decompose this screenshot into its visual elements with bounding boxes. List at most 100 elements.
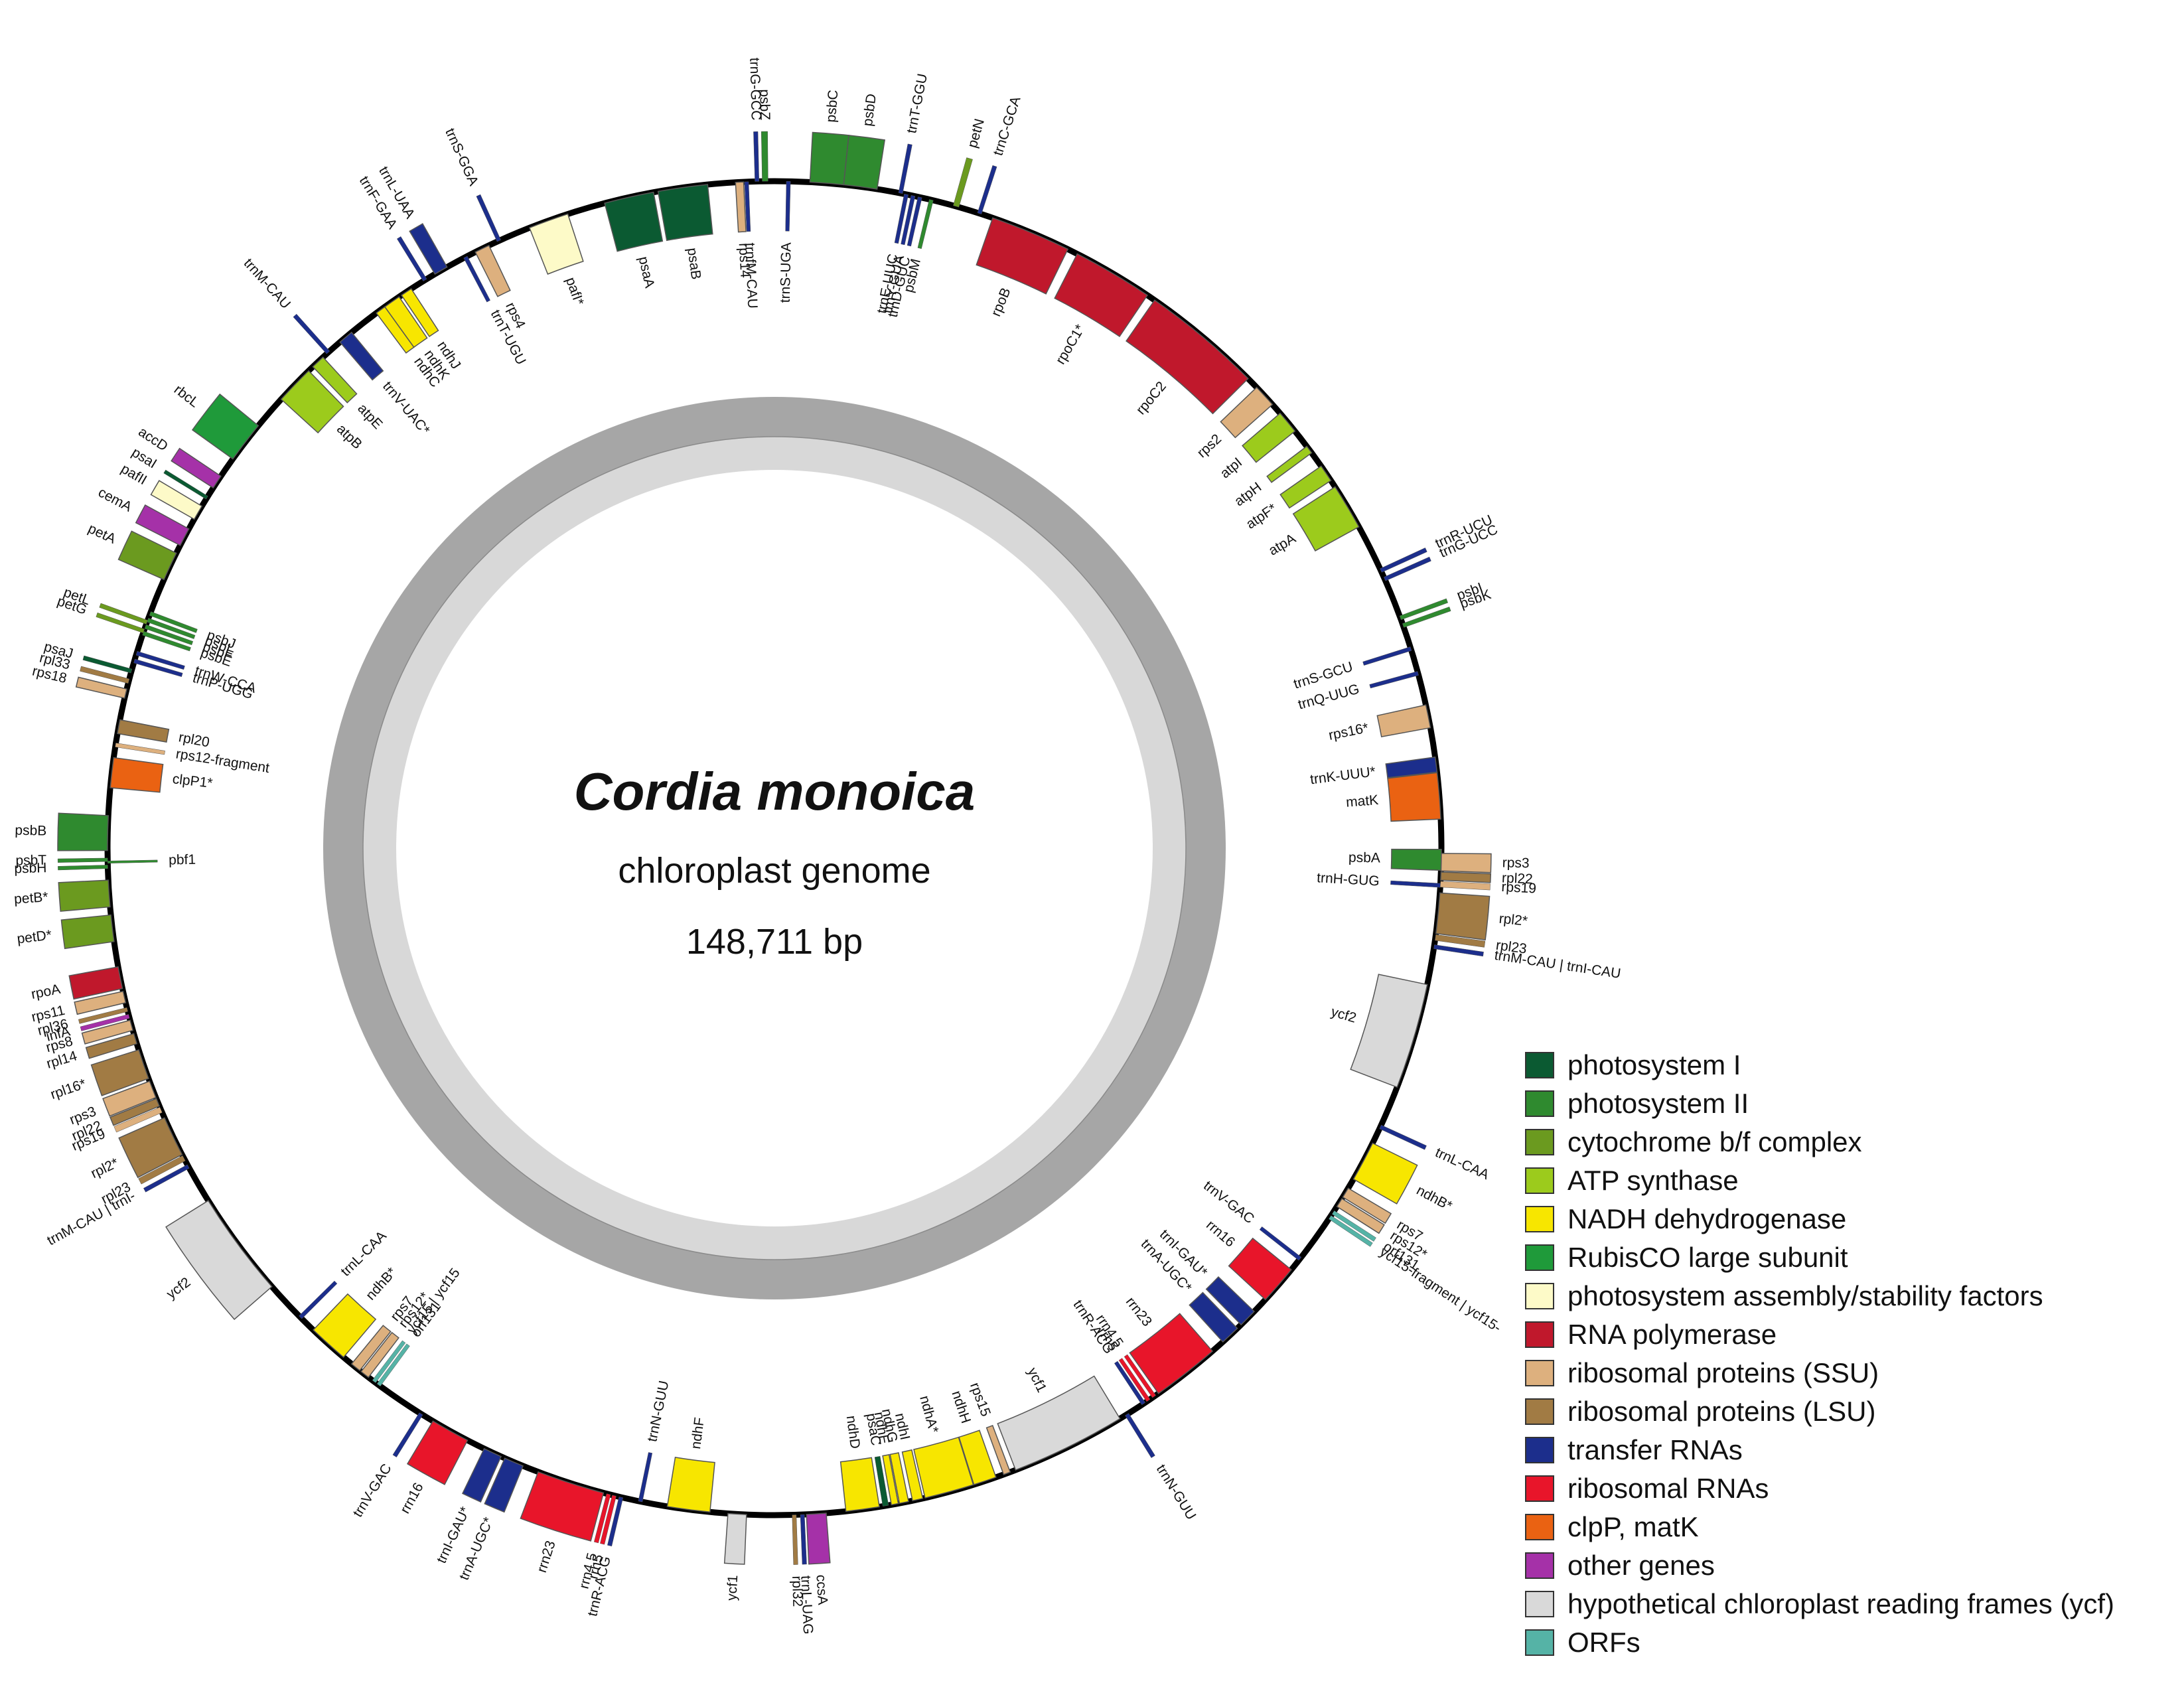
gene-atpe-label: atpE: [354, 401, 385, 432]
legend-label: photosystem assembly/stability factors: [1567, 1280, 2043, 1311]
gene-petd-block: [60, 914, 115, 950]
gene-ndhb-label: ndhB*: [363, 1265, 400, 1303]
gene-trnn-guu-label: trnN-GUU: [1153, 1462, 1199, 1522]
gene-trna-ugc-block: [1189, 1291, 1238, 1343]
legend-swatch: [1525, 1437, 1554, 1463]
gene-atpf-block: [1279, 465, 1332, 509]
legend-item-transfer-rnas: transfer RNAs: [1525, 1431, 2182, 1469]
gene-trnl-uaa-block: [409, 223, 448, 275]
gene-psbk-block: [1402, 607, 1451, 628]
legend-item-nadh-dehydrogenase: NADH dehydrogenase: [1525, 1200, 2182, 1238]
gene-ndha-label: ndhA*: [916, 1394, 941, 1435]
gene-ndhj-block: [400, 288, 439, 338]
gene-ndhb-label: ndhB*: [1414, 1183, 1455, 1214]
gene-ccsa-block: [806, 1512, 831, 1565]
gene-rpl33-block: [80, 666, 130, 684]
gene-psbc-label: psbC: [824, 90, 841, 123]
gene-rpoc1-label: rpoC1*: [1053, 322, 1088, 367]
gene-cema-block: [135, 504, 190, 546]
gene-trnt-ugu-block: [463, 256, 490, 303]
gene-pafi-block: [528, 213, 584, 275]
gene-ndhb-block: [1352, 1142, 1418, 1205]
gene-rrn16-block: [406, 1420, 469, 1485]
gene-trnv-uac-block: [339, 331, 384, 381]
legend-swatch: [1525, 1360, 1554, 1386]
gene-atpi-label: atpI: [1218, 455, 1246, 481]
gene-atpa-block: [1292, 486, 1360, 552]
gene-rps7-block: [350, 1325, 392, 1372]
gene-rps19-label: rps19: [1501, 879, 1537, 897]
gene-psbc-block: [809, 131, 849, 186]
gene-rrn23-label: rrn23: [534, 1539, 559, 1575]
gene-rpl22-block: [109, 1098, 161, 1126]
gc-midline: [362, 436, 1187, 1260]
legend-label: ATP synthase: [1567, 1165, 1739, 1196]
gene-psac-block: [874, 1456, 889, 1507]
gene-trnn-guu-block: [1125, 1413, 1155, 1458]
gene-trnk-uuu-block: [1385, 756, 1438, 778]
gene-trnk-uuu-label: trnK-UUU*: [1309, 764, 1376, 787]
gene-clpp1-label: clpP1*: [172, 771, 214, 791]
gene-rbcl-label: rbcL: [171, 382, 202, 410]
gene-petl-block: [99, 603, 148, 625]
gene-psbh-block: [58, 865, 108, 871]
legend-label: ribosomal RNAs: [1567, 1473, 1769, 1504]
gene-psaj-block: [82, 655, 133, 674]
gene-track: [57, 131, 1492, 1565]
legend-swatch: [1525, 1552, 1554, 1579]
gene-trna-ugc-block: [484, 1457, 524, 1513]
gene-trny-gua-block: [901, 195, 916, 246]
gene-rrn16-label: rrn16: [1203, 1217, 1238, 1250]
gene-psbm-block: [917, 199, 934, 250]
gene-trns-gga-block: [476, 194, 501, 242]
gene-rps3-block: [1440, 853, 1492, 873]
gene-rpl22-label: rpl22: [1502, 870, 1534, 887]
gene-trni-gau-block: [1205, 1276, 1256, 1326]
gene-rpoc1-block: [1054, 253, 1149, 338]
gene-pafii-block: [150, 480, 203, 520]
gene-trnm-cau-trni-label: trnM-CAU | trnI-: [44, 1188, 138, 1248]
gene-trnl-caa-label: trnL-CAA: [1433, 1145, 1491, 1183]
gene-atpb-block: [280, 370, 344, 434]
legend-label: clpP, matK: [1567, 1511, 1699, 1542]
gene-trni-gau-block: [461, 1447, 502, 1503]
gene-rpl23-block: [1435, 934, 1486, 948]
gene-trns-gga-label: trnS-GGA: [442, 126, 481, 188]
gene-trnm-cau-block: [293, 313, 330, 354]
gene-trnr-acg-block: [1114, 1361, 1146, 1406]
legend-swatch: [1525, 1052, 1554, 1078]
gene-trns-gcu-block: [1362, 646, 1412, 666]
gene-psai-block: [163, 469, 208, 500]
gene-rps11-block: [74, 990, 127, 1015]
gene-trnv-gac-block: [392, 1412, 423, 1457]
gene-trnr-ucu-block: [1380, 548, 1427, 573]
legend-item-clpp-matk: clpP, matK: [1525, 1508, 2182, 1546]
legend-swatch: [1525, 1398, 1554, 1425]
gene-trnv-gac-label: trnV-GAC: [350, 1461, 394, 1520]
gene-rrn23-block: [1129, 1313, 1214, 1394]
gene-atpa-label: atpA: [1266, 531, 1299, 559]
gene-psaa-label: psaA: [636, 255, 658, 289]
legend-item-ribosomal-proteins-ssu: ribosomal proteins (SSU): [1525, 1354, 2182, 1392]
gene-rpoa-block: [68, 966, 123, 1000]
gene-rrn16-label: rrn16: [398, 1480, 427, 1516]
gene-psbj-block: [149, 611, 198, 633]
gene-rrn5-block: [1118, 1358, 1151, 1402]
legend-label: other genes: [1567, 1550, 1715, 1581]
gene-rps15-block: [985, 1424, 1011, 1475]
gene-psab-label: psaB: [684, 247, 703, 281]
gene-rpoa-label: rpoA: [30, 982, 62, 1002]
genome-subtitle: chloroplast genome: [618, 851, 930, 891]
gene-rpl16-label: rpl16*: [48, 1076, 88, 1103]
gene-rbcl-block: [191, 393, 259, 460]
gene-rps14-block: [735, 181, 747, 233]
legend-label: ribosomal proteins (LSU): [1567, 1396, 1876, 1427]
gene-trnw-cca-block: [135, 650, 185, 670]
gene-rps19-block: [1440, 881, 1491, 891]
gene-trnn-guu-block: [638, 1452, 653, 1503]
gc-inner-band: [363, 437, 1186, 1260]
gene-clpp1-block: [109, 757, 164, 793]
gene-matk-label: matK: [1345, 792, 1379, 810]
gene-trnl-uag-label: trnL-UAG: [798, 1576, 816, 1635]
